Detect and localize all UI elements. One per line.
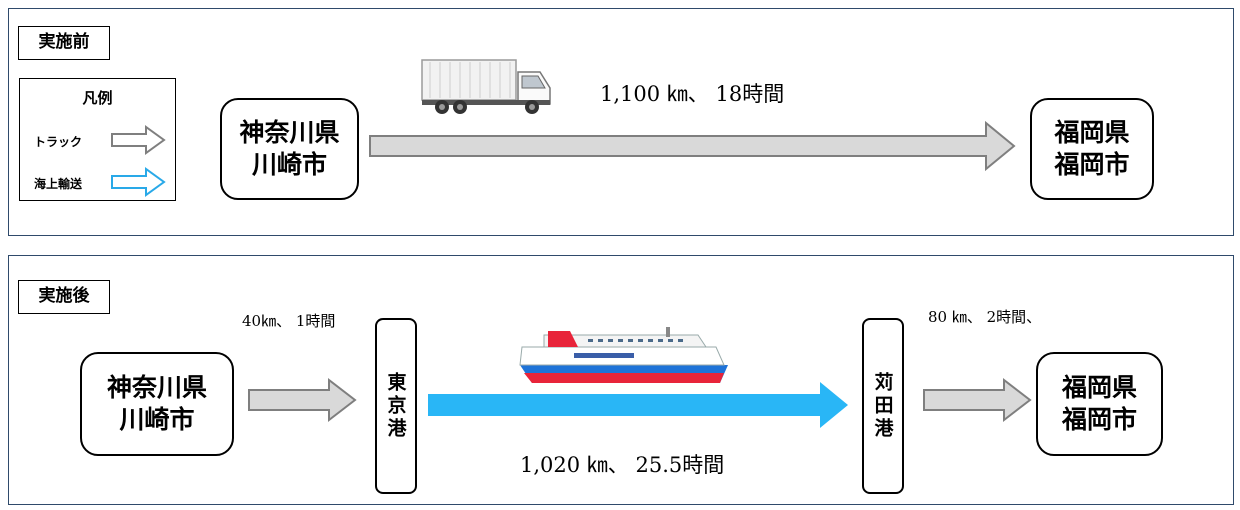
- ferry-icon: [519, 327, 728, 383]
- before-panel: [8, 8, 1234, 236]
- after-destination-line2: 福岡市: [1061, 405, 1137, 434]
- after-destination-line1: 福岡県: [1061, 373, 1137, 402]
- before-route-label: 1,100 ㎞、 18時間: [600, 82, 785, 106]
- legend-item-sea-label: 海上輸送: [34, 177, 83, 191]
- before-origin-node: 神奈川県 川崎市: [220, 98, 359, 200]
- after-leg1-arrow: [248, 377, 357, 423]
- after-leg3-arrow: [923, 377, 1032, 423]
- before-origin-line1: 神奈川県: [239, 118, 340, 147]
- legend-truck-arrow-icon: [111, 125, 166, 155]
- port-kanda: 苅田港: [862, 318, 904, 494]
- after-leg1-label: 40㎞、 1時間: [242, 312, 336, 330]
- before-destination-line2: 福岡市: [1054, 150, 1130, 179]
- legend-title: 凡例: [82, 89, 113, 107]
- before-destination-node: 福岡県 福岡市: [1030, 98, 1154, 200]
- before-title: 実施前: [18, 26, 110, 60]
- after-title: 実施後: [18, 280, 110, 314]
- port-tokyo: 東京港: [375, 318, 417, 494]
- after-sea-arrow: [428, 382, 848, 428]
- before-origin-line2: 川崎市: [251, 150, 327, 179]
- legend-item-truck-label: トラック: [34, 135, 83, 149]
- after-destination-node: 福岡県 福岡市: [1036, 352, 1163, 456]
- after-sea-label: 1,020 ㎞、 25.5時間: [520, 453, 725, 477]
- after-origin-node: 神奈川県 川崎市: [80, 352, 234, 456]
- after-panel: [8, 255, 1234, 505]
- after-origin-line2: 川崎市: [119, 405, 195, 434]
- truck-icon: [421, 59, 551, 114]
- after-origin-line1: 神奈川県: [106, 373, 207, 402]
- legend: 凡例 トラック 海上輸送: [19, 78, 176, 201]
- after-leg3-label: 80 ㎞、 2時間、: [928, 308, 1042, 326]
- before-destination-line1: 福岡県: [1054, 118, 1130, 147]
- legend-sea-arrow-icon: [111, 167, 166, 197]
- before-truck-arrow: [369, 120, 1016, 172]
